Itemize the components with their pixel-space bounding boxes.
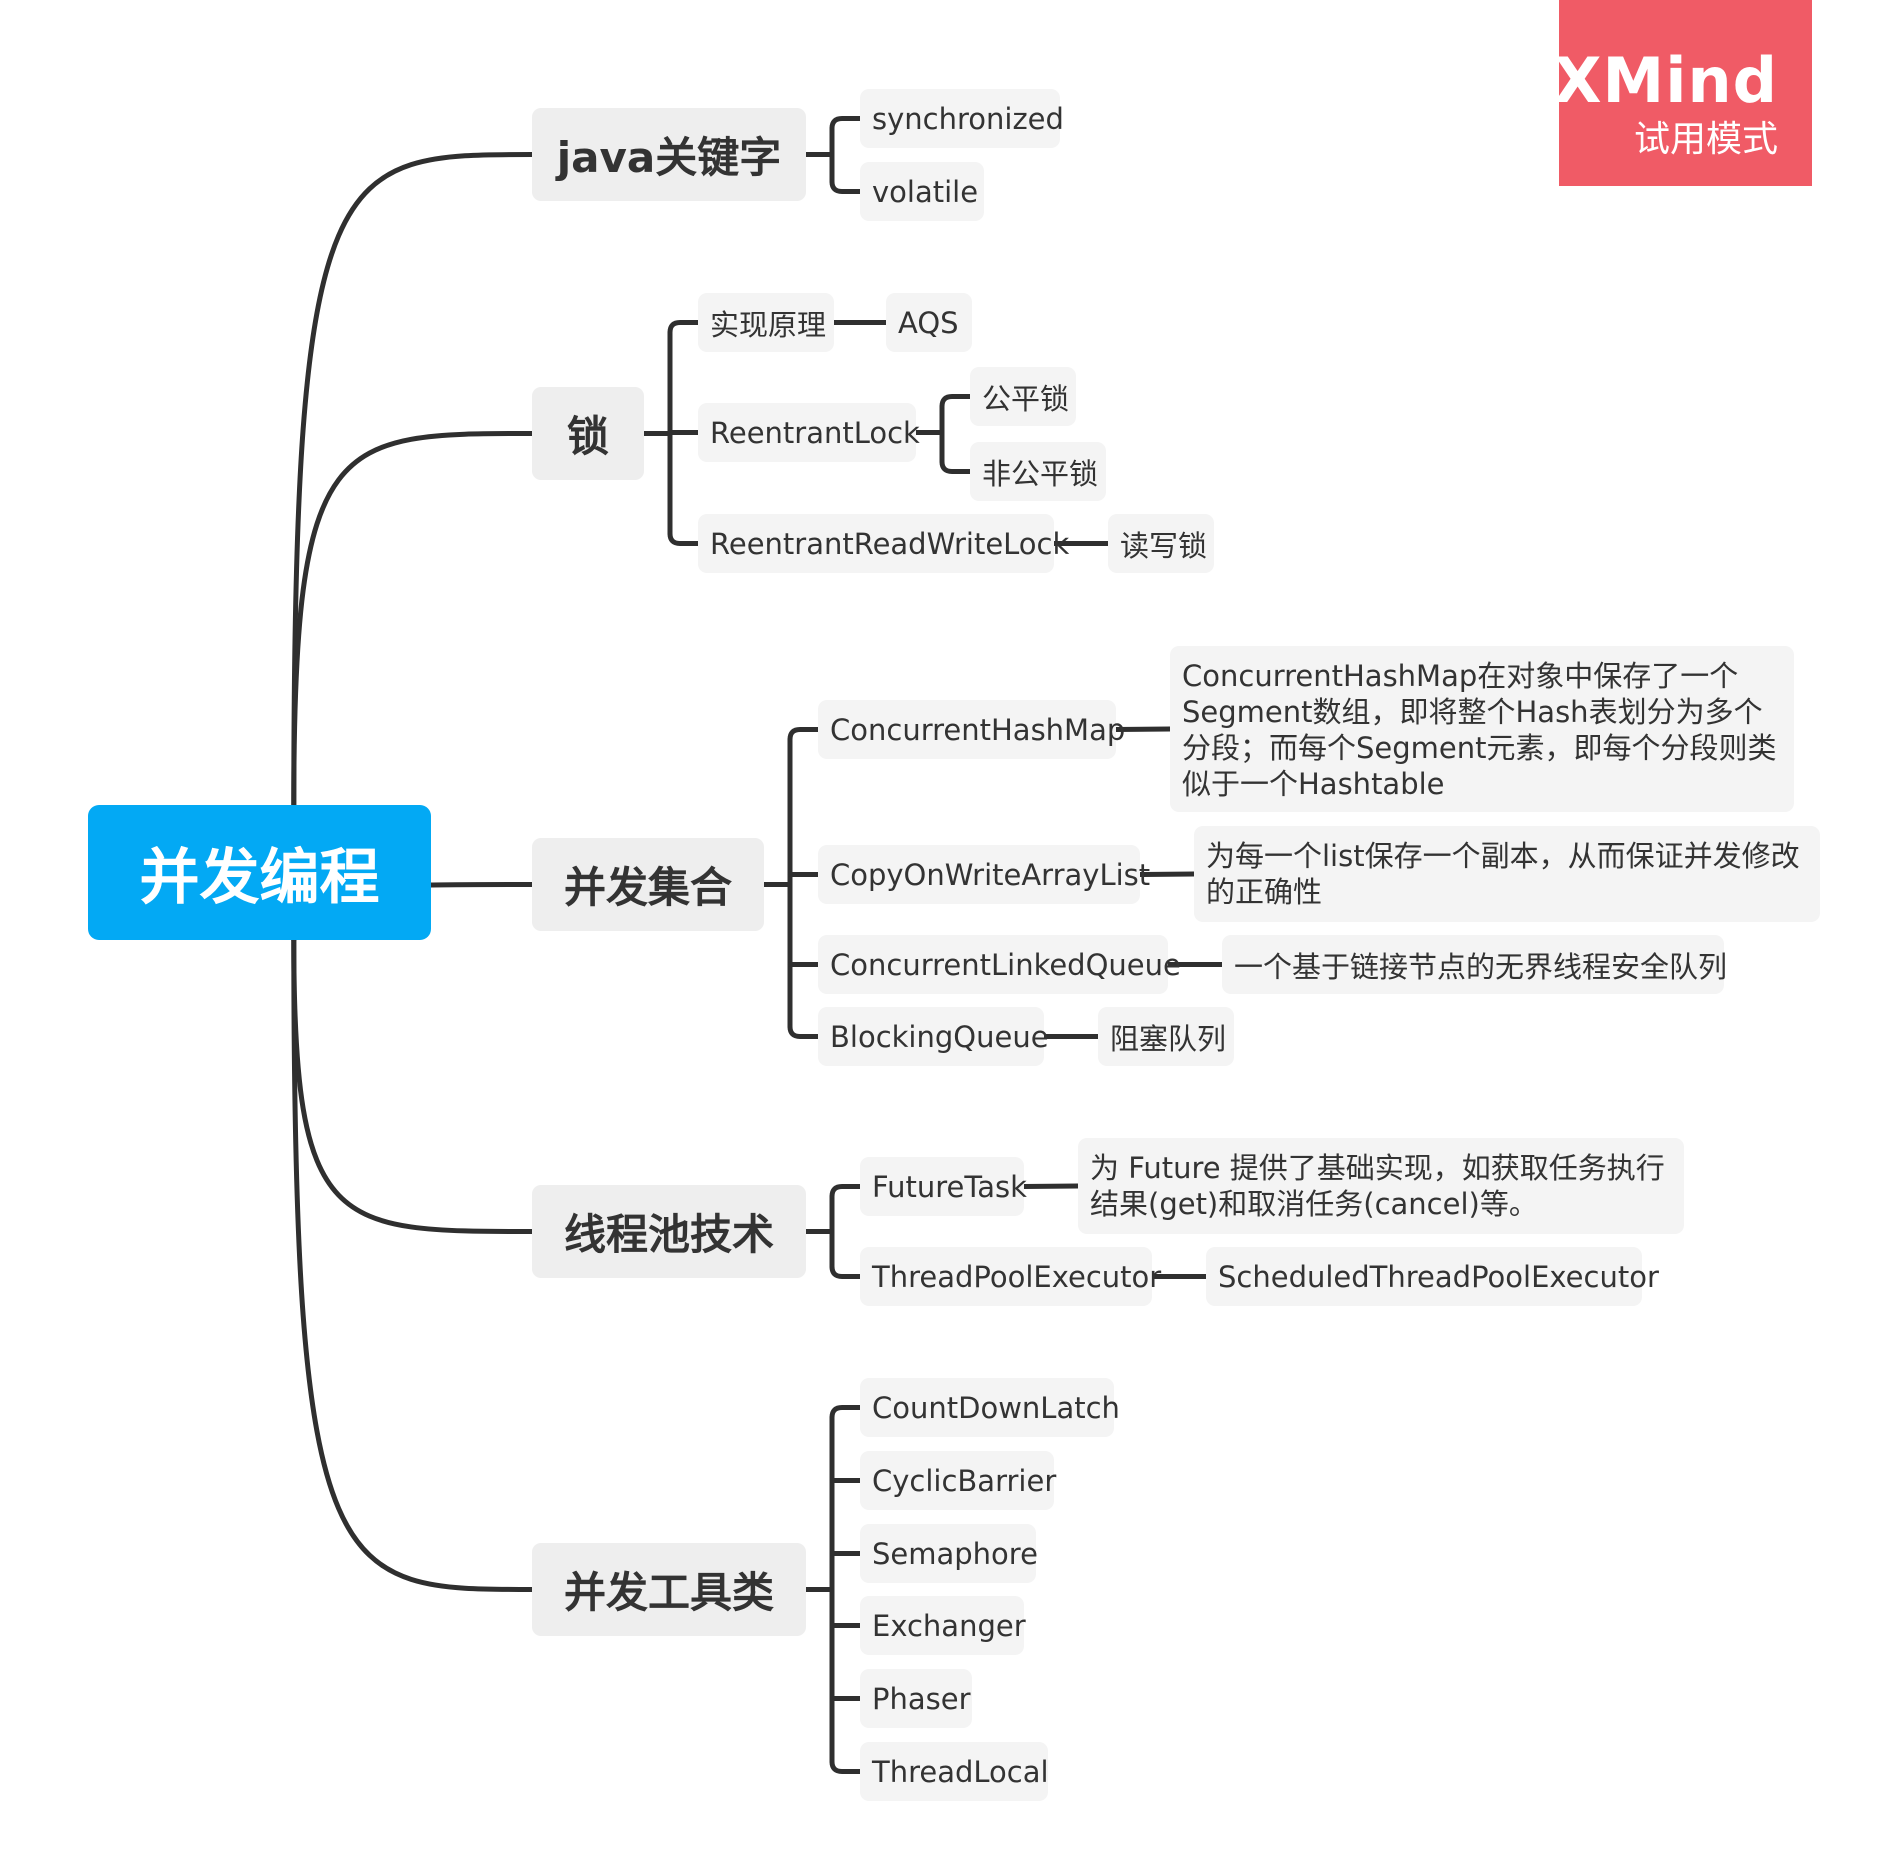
- connector-reentrantlock-leg-1: [939, 459, 973, 474]
- topic-futuretask[interactable]: FutureTask: [860, 1157, 1027, 1216]
- connector-root-b4: [291, 937, 535, 1592]
- topic-concurrent-collections[interactable]: 并发集合: [532, 838, 764, 931]
- topic-reentrantlock[interactable]: ReentrantLock: [698, 403, 920, 462]
- topic-locks[interactable]: 锁: [532, 387, 644, 480]
- connector-collections-leg-3: [787, 1024, 821, 1039]
- topic-concurrenthashmap-description[interactable]: ConcurrentHashMap在对象中保存了一个Segment数组，即将整个…: [1170, 646, 1794, 812]
- topic-thread-pool[interactable]: 线程池技术: [532, 1185, 806, 1278]
- topic-blocking-queue-description[interactable]: 阻塞队列: [1098, 1007, 1234, 1066]
- topic-concurrentlinkedqueue-description[interactable]: 一个基于链接节点的无界线程安全队列: [1222, 935, 1727, 994]
- topic-futuretask-description[interactable]: 为 Future 提供了基础实现，如获取任务执行结果(get)和取消任务(can…: [1078, 1138, 1684, 1234]
- connector-utilities-leg-5: [829, 1759, 863, 1774]
- root-topic[interactable]: 并发编程: [88, 805, 431, 940]
- topic-synchronized[interactable]: synchronized: [860, 89, 1064, 148]
- connector-locks-leg-2: [667, 531, 701, 546]
- topic-phaser[interactable]: Phaser: [860, 1669, 972, 1728]
- watermark-subtitle: 试用模式: [1633, 119, 1778, 160]
- connector-chm: [1113, 726, 1173, 732]
- connector-java-keywords-leg-0: [829, 116, 863, 131]
- topic-copyonwritearraylist-description[interactable]: 为每一个list保存一个副本，从而保证并发修改的正确性: [1194, 826, 1820, 922]
- topic-exchanger[interactable]: Exchanger: [860, 1596, 1026, 1655]
- topic-cyclicbarrier[interactable]: CyclicBarrier: [860, 1451, 1056, 1510]
- topic-read-write-lock[interactable]: 读写锁: [1108, 514, 1214, 573]
- connector-thread-pool-leg-1: [829, 1264, 863, 1279]
- connector-root-b0: [291, 152, 535, 808]
- topic-fair-lock[interactable]: 公平锁: [970, 367, 1076, 426]
- connector-collections-leg-0: [787, 727, 821, 742]
- topic-copyonwritearraylist[interactable]: CopyOnWriteArrayList: [818, 845, 1150, 904]
- topic-blockingqueue[interactable]: BlockingQueue: [818, 1007, 1049, 1066]
- topic-concurrenthashmap[interactable]: ConcurrentHashMap: [818, 700, 1125, 759]
- topic-semaphore[interactable]: Semaphore: [860, 1524, 1038, 1583]
- topic-java-keywords[interactable]: java关键字: [532, 108, 806, 201]
- connector-root-b3: [291, 937, 535, 1234]
- connector-futuretask: [1021, 1183, 1081, 1189]
- connector-cowal: [1137, 871, 1197, 877]
- topic-scheduledthreadpoolexecutor[interactable]: ScheduledThreadPoolExecutor: [1206, 1247, 1659, 1306]
- watermark-title: XMind: [1553, 44, 1778, 117]
- topic-nonfair-lock[interactable]: 非公平锁: [970, 442, 1106, 501]
- topic-threadpoolexecutor[interactable]: ThreadPoolExecutor: [860, 1247, 1161, 1306]
- topic-concurrentlinkedqueue[interactable]: ConcurrentLinkedQueue: [818, 935, 1181, 994]
- topic-reentrantreadwritelock[interactable]: ReentrantReadWriteLock: [698, 514, 1069, 573]
- connector-thread-pool-leg-0: [829, 1184, 863, 1199]
- topic-threadlocal[interactable]: ThreadLocal: [860, 1742, 1049, 1801]
- topic-volatile[interactable]: volatile: [860, 162, 984, 221]
- connector-reentrantlock-leg-0: [939, 394, 973, 409]
- topic-implementation-principle[interactable]: 实现原理: [698, 293, 834, 352]
- connector-root-b1: [291, 431, 535, 808]
- connector-locks-leg-0: [667, 320, 701, 335]
- topic-aqs[interactable]: AQS: [886, 293, 972, 352]
- topic-concurrency-utilities[interactable]: 并发工具类: [532, 1543, 806, 1636]
- connector-utilities-leg-0: [829, 1405, 863, 1420]
- topic-countdownlatch[interactable]: CountDownLatch: [860, 1378, 1120, 1437]
- connector-java-keywords-leg-1: [829, 179, 863, 194]
- xmind-trial-watermark: XMind 试用模式: [1554, 0, 1812, 186]
